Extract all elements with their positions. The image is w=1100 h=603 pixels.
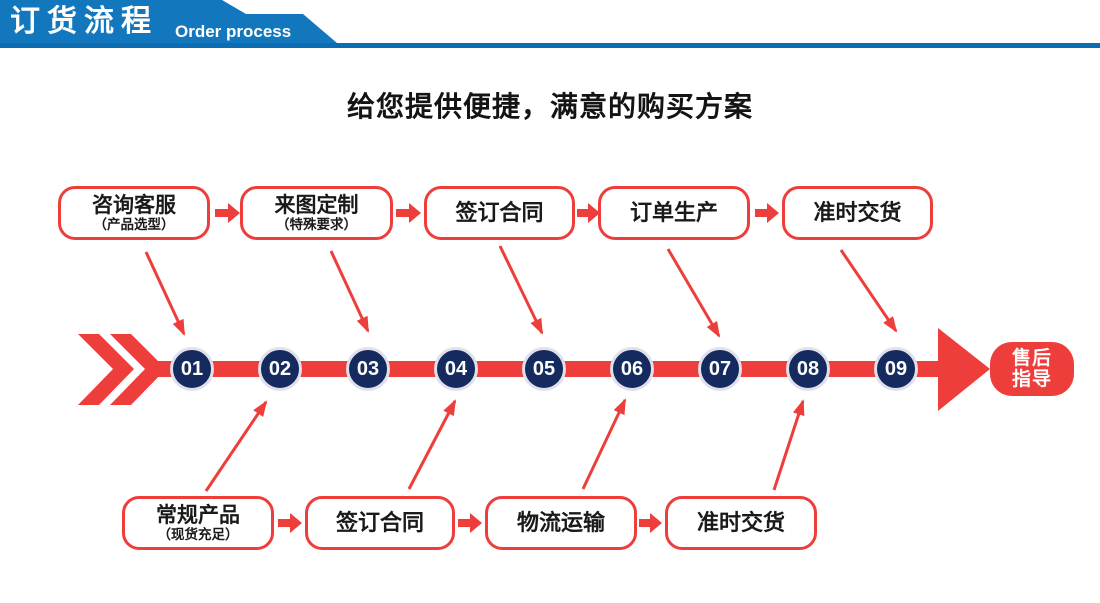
flow-box-subtitle: （特殊要求）	[276, 216, 357, 232]
timeline-step-09: 09	[874, 347, 918, 391]
bottom-pointer-arrows	[204, 398, 805, 492]
flow-box-title: 常规产品	[156, 503, 240, 527]
badge-line1: 售后	[1011, 348, 1052, 369]
timeline-end-arrowhead-icon	[938, 328, 990, 411]
step-number: 04	[444, 357, 468, 380]
connector-arrow-icon	[639, 513, 662, 533]
flow-box-title: 物流运输	[516, 510, 605, 535]
connector-arrow-icon	[458, 513, 482, 533]
connector-arrow-icon	[396, 203, 421, 223]
connector-arrow-icon	[278, 513, 302, 533]
flow-box-title: 签订合同	[455, 200, 544, 225]
step-number: 03	[356, 357, 380, 380]
flow-box-regular-product: 常规产品 （现货充足）	[122, 496, 274, 550]
step-number: 07	[708, 357, 732, 380]
step-number: 02	[268, 357, 292, 380]
pointer-arrow-icon	[839, 249, 898, 333]
top-pointer-arrows	[144, 245, 898, 338]
flow-box-title: 签订合同	[335, 510, 424, 535]
timeline-step-05: 05	[522, 347, 566, 391]
step-number: 01	[180, 357, 204, 380]
header-banner	[0, 0, 1100, 48]
flow-box-title: 准时交货	[696, 510, 785, 535]
flow-box-ontime-delivery-top: 准时交货	[782, 186, 933, 240]
timeline-step-08: 08	[786, 347, 830, 391]
top-row-connector-arrows	[215, 203, 779, 223]
timeline-step-01: 01	[170, 347, 214, 391]
flow-box-order-production: 订单生产	[598, 186, 750, 240]
pointer-arrow-icon	[498, 245, 544, 335]
flow-box-subtitle: （现货充足）	[157, 526, 239, 542]
header-title-en: Order process	[175, 22, 292, 41]
flow-box-sign-contract-top: 签订合同	[424, 186, 575, 240]
step-number: 05	[532, 357, 556, 380]
timeline-step-07: 07	[698, 347, 742, 391]
page-headline: 给您提供便捷，满意的购买方案	[346, 91, 753, 122]
timeline-step-02: 02	[258, 347, 302, 391]
flow-box-title: 准时交货	[813, 200, 902, 225]
pointer-arrow-icon	[772, 399, 805, 491]
step-number: 08	[796, 357, 820, 380]
flow-box-ontime-delivery-bottom: 准时交货	[665, 496, 817, 550]
pointer-arrow-icon	[204, 400, 268, 492]
timeline-step-04: 04	[434, 347, 478, 391]
after-sales-badge: 售后 指导	[990, 342, 1074, 396]
pointer-arrow-icon	[407, 399, 457, 490]
flow-box-logistics: 物流运输	[485, 496, 637, 550]
flow-box-title: 来图定制	[274, 193, 359, 217]
step-number: 09	[884, 357, 908, 380]
connector-arrow-icon	[215, 203, 240, 223]
flow-box-subtitle: （产品选型）	[93, 216, 175, 232]
flow-box-title: 咨询客服	[92, 193, 176, 217]
banner-shape	[0, 0, 337, 43]
flow-box-title: 订单生产	[629, 200, 718, 225]
header-title-cn: 订货流程	[10, 5, 158, 38]
step-number: 06	[620, 357, 644, 380]
badge-line2: 指导	[1011, 369, 1052, 390]
timeline-step-03: 03	[346, 347, 390, 391]
bottom-row-connector-arrows	[278, 513, 662, 533]
banner-strip	[0, 43, 1100, 48]
pointer-arrow-icon	[666, 248, 721, 338]
flow-box-consult-service: 咨询客服 （产品选型）	[58, 186, 210, 240]
connector-arrow-icon	[577, 203, 600, 223]
connector-arrow-icon	[755, 203, 779, 223]
pointer-arrow-icon	[581, 398, 627, 490]
pointer-arrow-icon	[329, 250, 370, 333]
pointer-arrow-icon	[144, 251, 186, 336]
flow-box-custom-drawing: 来图定制 （特殊要求）	[240, 186, 393, 240]
timeline-step-06: 06	[610, 347, 654, 391]
flow-box-sign-contract-bottom: 签订合同	[305, 496, 455, 550]
